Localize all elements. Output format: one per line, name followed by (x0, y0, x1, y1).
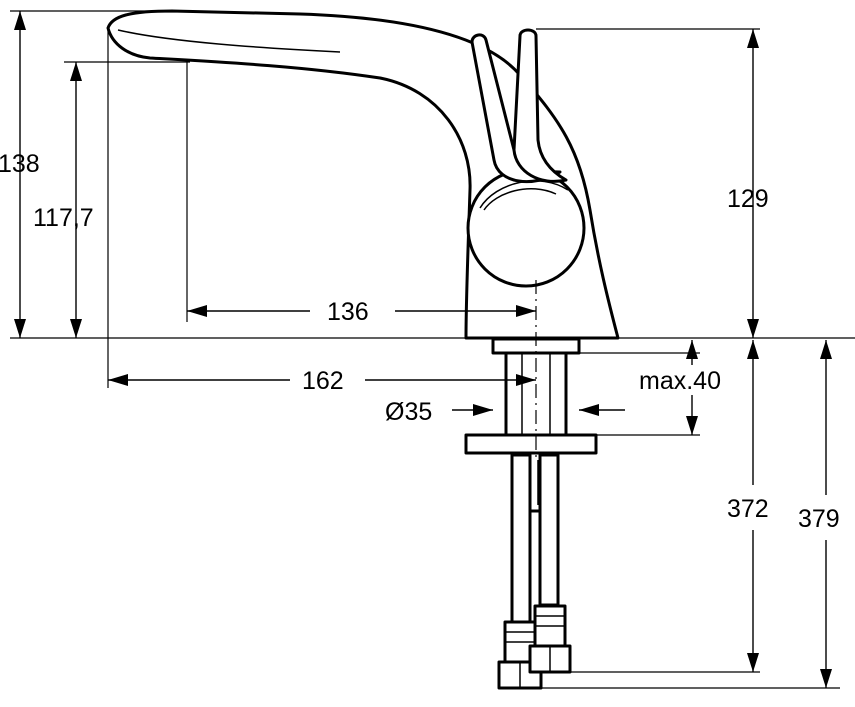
dim-line-117-7 (70, 62, 82, 338)
dim-line-372 (747, 340, 759, 672)
lever-handle (470, 28, 568, 184)
dim-line-diameter (452, 404, 625, 416)
dim-spout-reach: 136 (327, 298, 369, 326)
dim-hole-diameter: Ø35 (385, 398, 432, 426)
dim-line-138 (14, 11, 26, 338)
dim-line-379 (820, 340, 832, 688)
dim-max-deck-thickness: max.40 (639, 367, 721, 395)
extension-lines (10, 10, 855, 689)
dim-overall-length: 162 (302, 367, 344, 395)
cartridge-knob (466, 168, 586, 288)
dim-line-129 (747, 29, 759, 338)
dim-lever-height: 129 (727, 185, 769, 213)
dim-line-162 (108, 374, 536, 386)
supply-hoses (497, 453, 572, 690)
dim-hose-length: 372 (727, 495, 769, 523)
dim-line-136 (187, 305, 536, 317)
dim-total-height: 138 (0, 150, 40, 178)
dim-spout-height: 117,7 (33, 204, 94, 232)
dim-total-hose-length: 379 (798, 505, 840, 533)
dim-line-max40 (686, 340, 698, 435)
